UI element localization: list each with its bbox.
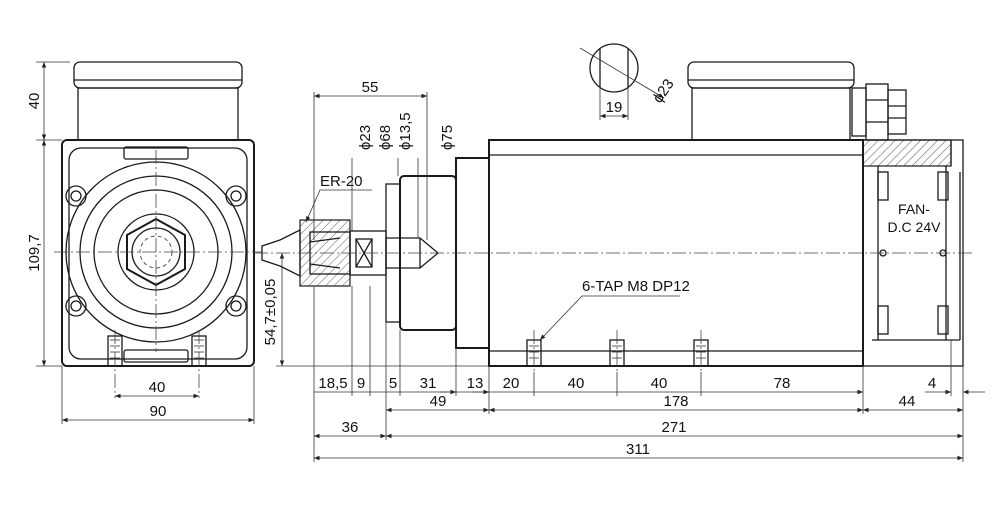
terminal-box-side	[687, 61, 855, 141]
fan-label-line2: D.C 24V	[888, 219, 942, 235]
collet-label: ER-20	[320, 173, 363, 190]
section-detail: 19 ϕ23	[579, 43, 678, 120]
tap-label: 6-TAP M8 DP12	[582, 278, 690, 295]
dim-box-height: 40	[26, 93, 43, 110]
dim-271: 271	[661, 419, 686, 436]
fan-label-line1: FAN-	[898, 201, 930, 217]
fan-end-cap	[862, 139, 964, 367]
dim-40a: 40	[568, 375, 585, 392]
diameter-dims: ϕ23 ϕ68 ϕ13,5 ϕ75	[351, 112, 456, 238]
side-tap-holes	[526, 330, 709, 372]
front-view: 40 109,7 40 90	[26, 61, 262, 424]
dim-bolt-spacing: 40	[149, 379, 166, 396]
dim-311: 311	[626, 441, 650, 458]
dim-width: 90	[150, 403, 167, 420]
callouts: ER-20 6-TAP M8 DP12 FAN- D.C 24V	[305, 173, 942, 341]
dia-13-5: ϕ13,5	[397, 112, 414, 150]
cable-gland	[851, 83, 907, 141]
mounting-holes	[65, 185, 247, 317]
dim-18-5: 18,5	[318, 375, 347, 392]
side-view: ER-20 6-TAP M8 DP12 FAN- D.C 24V 19 ϕ23 …	[254, 43, 985, 462]
dim-78: 78	[774, 375, 791, 392]
center-height: 54,7±0,05	[262, 279, 279, 346]
dim-9: 9	[357, 375, 365, 392]
dim-row-4: 311	[314, 441, 963, 461]
dim-4: 4	[928, 375, 936, 392]
dim-178: 178	[663, 393, 688, 410]
dim-49: 49	[430, 393, 447, 410]
dim-5: 5	[389, 375, 397, 392]
dim-40b: 40	[651, 375, 668, 392]
dim-36: 36	[342, 419, 359, 436]
dia-23: ϕ23	[357, 125, 374, 150]
dim-top-55: 55	[362, 79, 379, 96]
dim-row-2: 49 178 44	[386, 393, 963, 413]
dim-row-3: 36 271	[314, 419, 963, 439]
dim-20: 20	[503, 375, 520, 392]
dia-75: ϕ75	[439, 125, 456, 150]
dia-68: ϕ68	[377, 125, 394, 150]
dim-13: 13	[467, 375, 484, 392]
motor-flange-body	[61, 139, 255, 367]
terminal-box-front	[70, 61, 246, 141]
dim-44: 44	[899, 393, 916, 410]
dim-body-height: 109,7	[26, 234, 43, 272]
detail-flat: 19	[606, 99, 623, 116]
detail-diameter: ϕ23	[649, 76, 677, 106]
dim-row-1: 18,5 9 5 31 13 20 40 40 78 4	[314, 375, 985, 395]
dim-31: 31	[420, 375, 437, 392]
